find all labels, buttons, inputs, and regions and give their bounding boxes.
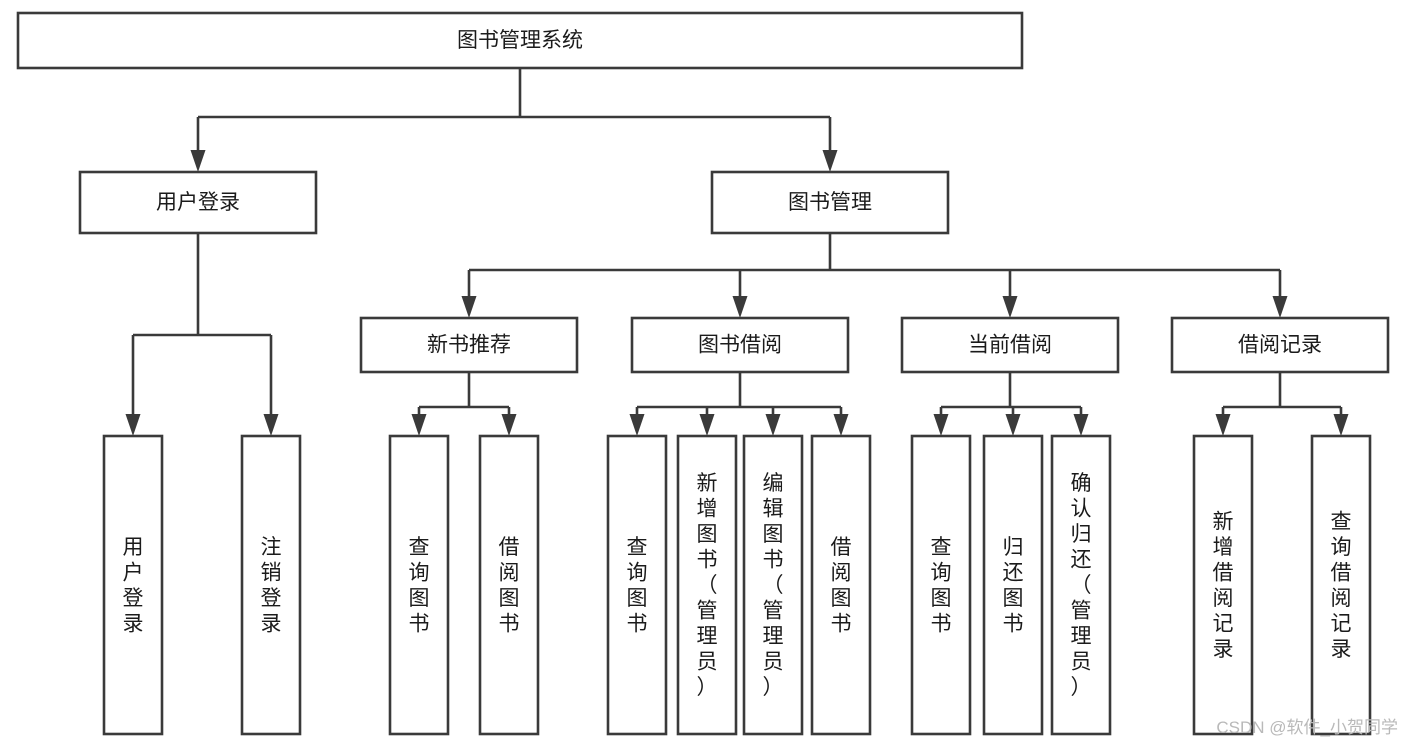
node-leaf-query-book-3-label: 查询图书 — [931, 536, 952, 636]
node-leaf-user-login-rect — [102, 434, 164, 736]
node-leaf-return-book-rect — [982, 434, 1044, 736]
node-book-manage-label: 图书管理 — [788, 191, 872, 214]
node-leaf-user-login[interactable]: 用户登录 — [102, 434, 164, 736]
node-current-borrow-label: 当前借阅 — [968, 334, 1052, 357]
node-borrow-record[interactable]: 借阅记录 — [1170, 316, 1390, 374]
node-leaf-add-record-label: 新增借阅记录 — [1213, 510, 1234, 661]
node-user-login[interactable]: 用户登录 — [78, 170, 318, 235]
node-leaf-borrow-book-1-label: 借阅图书 — [499, 536, 520, 636]
node-book-borrow[interactable]: 图书借阅 — [630, 316, 850, 374]
node-leaf-borrow-book-2-rect — [810, 434, 872, 736]
node-leaf-query-book-1[interactable]: 查询图书 — [388, 434, 450, 736]
csdn-watermark: CSDN @软件_小贺同学 — [1216, 718, 1398, 737]
node-leaf-query-record-label: 查询借阅记录 — [1331, 510, 1352, 661]
node-leaf-query-record[interactable]: 查询借阅记录 — [1310, 434, 1372, 736]
node-book-borrow-rect — [630, 316, 850, 374]
node-new-book-rec[interactable]: 新书推荐 — [359, 316, 579, 374]
node-leaf-add-book[interactable]: 新增图书（管理员） — [676, 434, 738, 736]
node-current-borrow-rect — [900, 316, 1120, 374]
node-leaf-logout-label: 注销登录 — [261, 536, 282, 636]
node-user-login-label: 用户登录 — [156, 191, 240, 214]
node-new-book-rec-rect — [359, 316, 579, 374]
node-root[interactable]: 图书管理系统 — [16, 11, 1024, 70]
node-leaf-query-book-2-rect — [606, 434, 668, 736]
node-leaf-query-book-2-label: 查询图书 — [627, 536, 648, 636]
node-leaf-confirm-return-label: 确认归还（管理员） — [1071, 472, 1092, 699]
node-root-label: 图书管理系统 — [457, 29, 583, 52]
node-user-login-rect — [78, 170, 318, 235]
nodes-layer: 图书管理系统用户登录图书管理新书推荐图书借阅当前借阅借阅记录用户登录注销登录查询… — [16, 11, 1390, 736]
node-leaf-query-book-1-label: 查询图书 — [409, 536, 430, 636]
node-leaf-logout-rect — [240, 434, 302, 736]
node-leaf-edit-book[interactable]: 编辑图书（管理员） — [742, 434, 804, 736]
node-book-borrow-label: 图书借阅 — [698, 334, 782, 357]
node-current-borrow[interactable]: 当前借阅 — [900, 316, 1120, 374]
node-leaf-query-record-rect — [1310, 434, 1372, 736]
node-leaf-add-record-rect — [1192, 434, 1254, 736]
node-leaf-edit-book-rect — [742, 434, 804, 736]
node-leaf-query-book-3-rect — [910, 434, 972, 736]
node-leaf-borrow-book-1-rect — [478, 434, 540, 736]
node-leaf-confirm-return-rect — [1050, 434, 1112, 736]
node-book-manage-rect — [710, 170, 950, 235]
node-leaf-borrow-book-2-label: 借阅图书 — [831, 536, 852, 636]
node-leaf-return-book[interactable]: 归还图书 — [982, 434, 1044, 736]
node-root-rect — [16, 11, 1024, 70]
connectors-layer — [125, 68, 1349, 436]
node-leaf-add-book-rect — [676, 434, 738, 736]
node-leaf-add-book-label: 新增图书（管理员） — [697, 472, 718, 699]
node-new-book-rec-label: 新书推荐 — [427, 334, 511, 357]
node-leaf-confirm-return[interactable]: 确认归还（管理员） — [1050, 434, 1112, 736]
node-leaf-edit-book-label: 编辑图书（管理员） — [763, 472, 784, 699]
node-leaf-user-login-label: 用户登录 — [123, 536, 144, 636]
node-leaf-borrow-book-2[interactable]: 借阅图书 — [810, 434, 872, 736]
node-leaf-query-book-3[interactable]: 查询图书 — [910, 434, 972, 736]
node-borrow-record-label: 借阅记录 — [1238, 334, 1322, 357]
node-leaf-add-record[interactable]: 新增借阅记录 — [1192, 434, 1254, 736]
node-leaf-query-book-1-rect — [388, 434, 450, 736]
node-book-manage[interactable]: 图书管理 — [710, 170, 950, 235]
node-leaf-logout[interactable]: 注销登录 — [240, 434, 302, 736]
node-borrow-record-rect — [1170, 316, 1390, 374]
node-leaf-return-book-label: 归还图书 — [1003, 536, 1024, 636]
node-leaf-borrow-book-1[interactable]: 借阅图书 — [478, 434, 540, 736]
node-leaf-query-book-2[interactable]: 查询图书 — [606, 434, 668, 736]
